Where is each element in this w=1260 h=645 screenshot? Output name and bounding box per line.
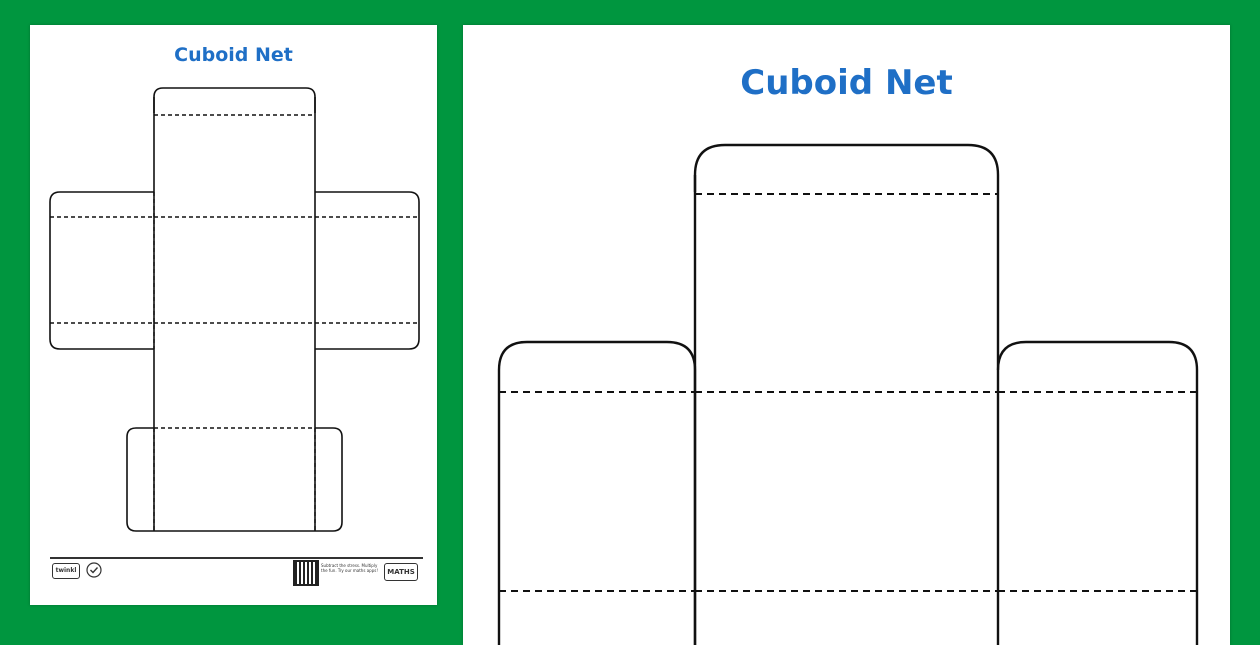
page-title: Cuboid Net [174, 44, 293, 66]
worksheet-preview-small: Cuboid Net twinkl Subtract the stress. M… [30, 25, 437, 605]
net-bottom-flap [126, 427, 154, 532]
certified-badge-icon [86, 562, 102, 578]
footer-divider [50, 557, 423, 559]
cuboid-net-diagram [49, 87, 420, 532]
page-title: Cuboid Net [740, 63, 953, 103]
cuboid-net-diagram-zoomed [497, 143, 1199, 645]
net-right-side-panel [315, 191, 420, 350]
net-left-side-panel [49, 191, 154, 350]
promo-text: Subtract the stress. Multiply the fun. T… [321, 563, 378, 573]
net-right-side-panel [996, 340, 1199, 645]
maths-app-badge: MATHS [384, 563, 418, 581]
worksheet-preview-large: Cuboid Net [463, 25, 1230, 645]
net-top-flap [693, 143, 1000, 645]
brand-logo-icon: twinkl [52, 563, 80, 579]
net-top-flap [153, 87, 316, 113]
net-bottom-flap [315, 427, 343, 532]
net-left-side-panel [497, 340, 697, 645]
qr-code-icon [293, 560, 319, 586]
